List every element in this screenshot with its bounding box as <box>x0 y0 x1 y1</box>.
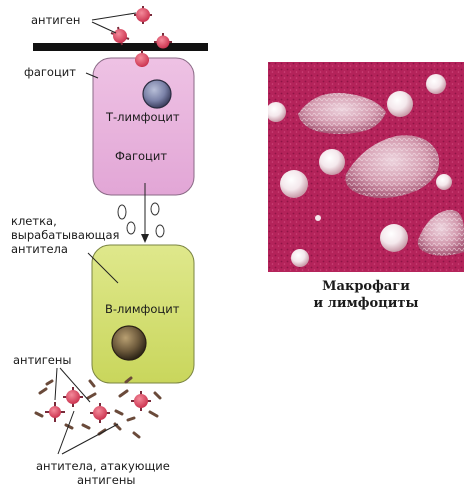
antibody-icon <box>153 391 162 400</box>
antibodies-leader-line <box>61 423 119 455</box>
phagocyte-cell <box>92 57 195 196</box>
arrow-down-icon <box>141 234 149 243</box>
vesicle <box>150 202 160 216</box>
antibody-icon <box>81 423 91 430</box>
t-lymphocyte-label: Т-лимфоцит <box>106 110 180 124</box>
antigen-label: антиген <box>31 13 81 27</box>
antibodies-label-line1: антитела, атакующие <box>36 459 170 473</box>
antibody-cell-label-line2: вырабатывающая <box>11 228 120 242</box>
t-lymphocyte-nucleus <box>142 79 172 109</box>
antigens-leader-line <box>59 367 91 403</box>
antibody-icon <box>118 389 129 398</box>
photo-caption-line1: Макрофаги <box>322 279 410 294</box>
antigens-leader-line <box>54 367 58 401</box>
antibody-icon <box>124 376 133 384</box>
antibody-icon <box>86 392 97 400</box>
antigen-leader-line <box>91 12 137 21</box>
lymphocyte-icon <box>268 102 286 122</box>
antigen-icon <box>110 26 130 46</box>
lymphocyte-icon <box>387 91 413 117</box>
antigen-leader-line <box>91 21 117 34</box>
lymphocyte-icon <box>319 149 345 175</box>
antigen-icon <box>45 402 65 422</box>
antibody-icon <box>64 423 74 430</box>
antigen-icon <box>63 387 83 407</box>
vesicle <box>126 221 136 235</box>
lymphocyte-icon <box>436 174 452 190</box>
photo-caption-line2: и лимфоциты <box>313 296 419 311</box>
membrane-bar <box>33 43 208 51</box>
antigens-label: антигены <box>13 353 72 367</box>
antigen-cluster <box>34 376 162 439</box>
antibody-icon <box>132 431 141 439</box>
lymphocyte-icon <box>280 170 308 198</box>
antibody-cell-label-line1: клетка, <box>11 214 57 228</box>
macrophage-micrograph <box>268 62 464 272</box>
b-lymphocyte-label: В-лимфоцит <box>105 302 180 316</box>
antibody-icon <box>114 409 124 416</box>
phagocyte-label: фагоцит <box>24 65 76 79</box>
antibody-icon <box>38 387 48 395</box>
antigen-icon <box>134 6 152 24</box>
lymphocyte-icon <box>380 224 408 252</box>
phagocyte-leader-line <box>85 72 99 79</box>
antibody-cell-leader-line <box>87 252 119 284</box>
antigen-icon <box>131 391 151 411</box>
antibody-icon <box>88 379 96 388</box>
b-lymphocyte-nucleus <box>111 325 147 361</box>
antigen-icon <box>154 33 172 49</box>
antibody-icon <box>34 411 44 418</box>
antigen-icon <box>90 403 110 423</box>
lymphocyte-icon <box>426 74 446 94</box>
lymphocyte-icon <box>315 215 321 221</box>
lymphocyte-icon <box>291 249 309 267</box>
antigen-icon <box>135 50 149 67</box>
antibody-icon <box>126 416 136 422</box>
vesicle <box>155 224 165 238</box>
antibody-icon <box>148 410 159 418</box>
antibody-cell-label-line3: антитела <box>11 242 68 256</box>
phagocyte-cell-label: Фагоцит <box>115 149 168 163</box>
antibodies-leader-line <box>57 410 75 455</box>
antibodies-label-line2: антигены <box>77 473 136 487</box>
antibody-icon <box>45 379 54 386</box>
vesicle <box>117 204 127 220</box>
